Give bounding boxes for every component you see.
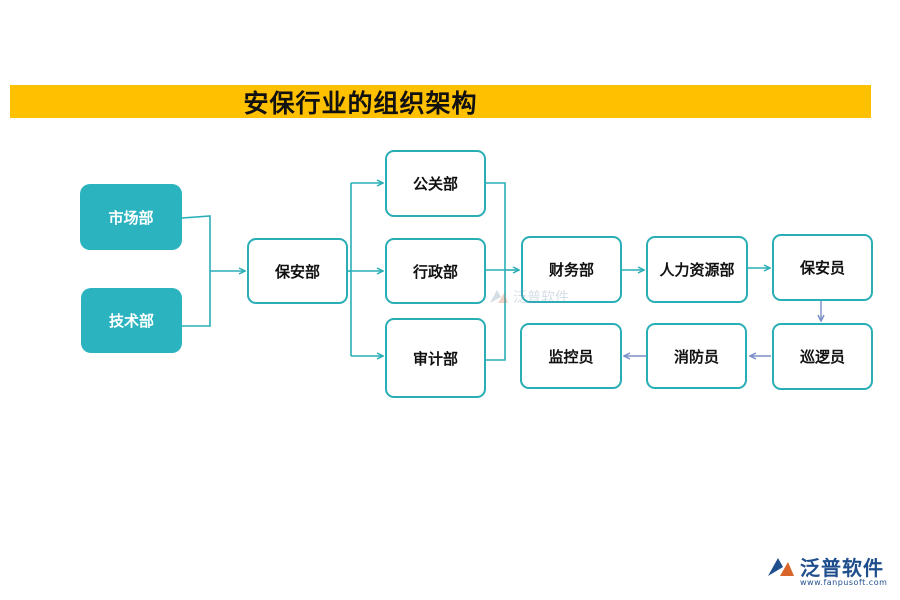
brand-url: www.fanpusoft.com (800, 578, 888, 587)
bracket-market-tech (181, 215, 211, 327)
node-security-dept: 保安部 (247, 238, 348, 304)
watermark-text: 泛普软件 (513, 290, 569, 306)
title-bar: 安保行业的组织架构 (10, 85, 871, 118)
node-patrol: 巡逻员 (772, 323, 873, 390)
page-title: 安保行业的组织架构 (243, 88, 478, 118)
merge-bracket (486, 182, 506, 361)
node-tech: 技术部 (81, 288, 182, 353)
node-hr: 人力资源部 (646, 236, 748, 303)
node-audit: 审计部 (385, 318, 486, 398)
node-finance: 财务部 (521, 236, 622, 303)
brand-logo-icon (768, 557, 794, 576)
watermark-logo-icon (490, 290, 508, 303)
brand-name: 泛普软件 (800, 556, 884, 580)
node-market: 市场部 (80, 184, 182, 250)
node-pr: 公关部 (385, 150, 486, 217)
node-fire: 消防员 (646, 323, 747, 389)
node-guard: 保安员 (772, 234, 873, 301)
node-admin: 行政部 (385, 238, 486, 304)
node-monitor: 监控员 (520, 323, 622, 389)
watermark: 泛普软件 (488, 287, 569, 307)
brand-logo: 泛普软件 (766, 552, 884, 581)
